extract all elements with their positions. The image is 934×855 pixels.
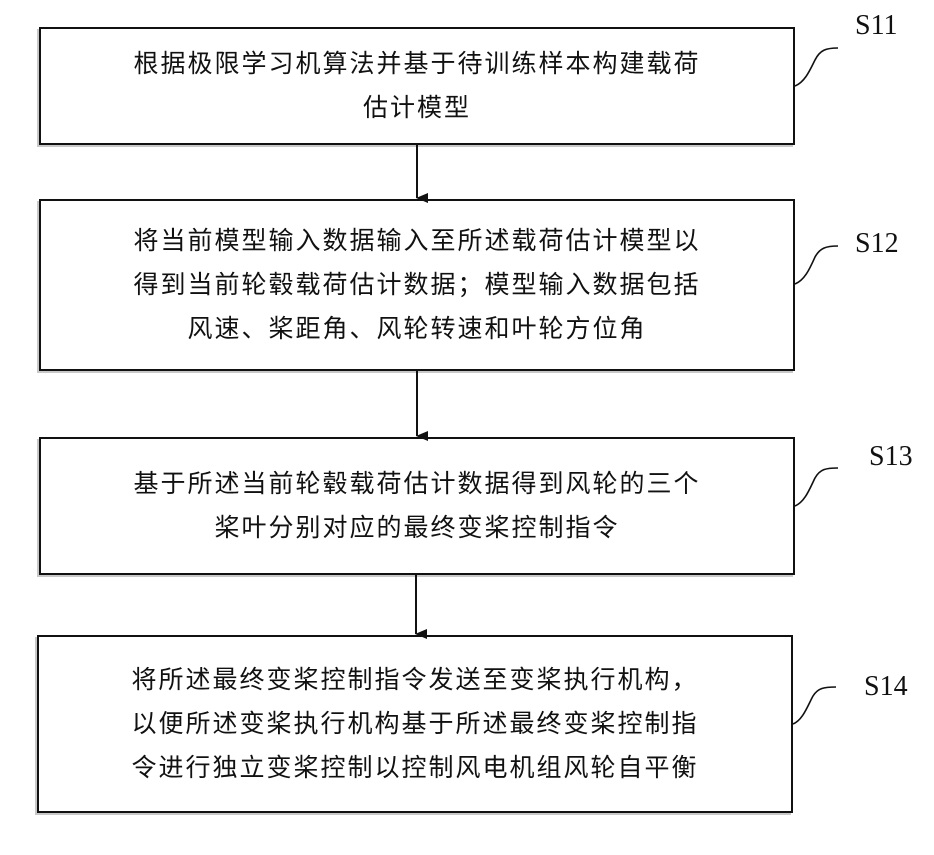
step-label-s11: S11 [855,10,898,42]
step-box-s11: 根据极限学习机算法并基于待训练样本构建载荷 估计模型 [39,27,795,145]
leader-line-s11 [795,48,838,86]
step-label-s14: S14 [864,671,908,703]
step-box-s12: 将当前模型输入数据输入至所述载荷估计模型以 得到当前轮毂载荷估计数据；模型输入数… [39,199,795,371]
leader-line-s13 [795,468,838,506]
step-label-s12: S12 [855,228,899,260]
step-text-s11: 根据极限学习机算法并基于待训练样本构建载荷 估计模型 [119,42,714,130]
leader-line-s14 [793,687,836,724]
step-box-s14: 将所述最终变桨控制指令发送至变桨执行机构， 以便所述变桨执行机构基于所述最终变桨… [37,635,793,813]
step-text-s13: 基于所述当前轮毂载荷估计数据得到风轮的三个 桨叶分别对应的最终变桨控制指令 [119,462,714,550]
step-text-s14: 将所述最终变桨控制指令发送至变桨执行机构， 以便所述变桨执行机构基于所述最终变桨… [117,658,712,790]
step-text-s12: 将当前模型输入数据输入至所述载荷估计模型以 得到当前轮毂载荷估计数据；模型输入数… [119,219,714,351]
step-box-s13: 基于所述当前轮毂载荷估计数据得到风轮的三个 桨叶分别对应的最终变桨控制指令 [39,437,795,575]
leader-line-s12 [795,246,838,284]
step-label-s13: S13 [869,441,913,473]
